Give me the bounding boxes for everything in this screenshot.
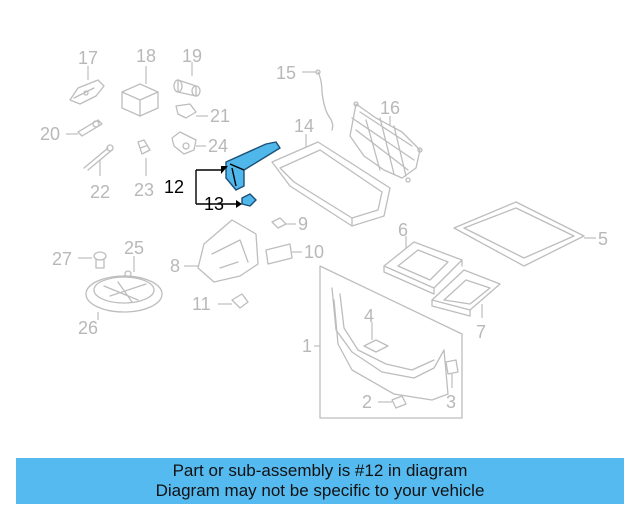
part-2-clip [391, 395, 407, 409]
callout-25: 25 [124, 238, 144, 258]
part-12-highlighted [225, 141, 281, 191]
part-13-clip [241, 193, 257, 207]
callout-19: 19 [182, 46, 202, 66]
callout-5: 5 [598, 229, 608, 249]
callout-24: 24 [208, 136, 228, 156]
callout-27: 27 [52, 249, 72, 269]
info-banner: Part or sub-assembly is #12 in diagram D… [16, 458, 624, 504]
callout-6: 6 [398, 220, 408, 240]
callout-12: 12 [164, 177, 184, 197]
callout-16: 16 [380, 98, 400, 118]
part-18-module [121, 83, 159, 117]
callout-21: 21 [210, 106, 230, 126]
part-6-trim-panel [383, 241, 463, 295]
callout-2: 2 [362, 392, 372, 412]
part-16-cargo-net [349, 101, 423, 183]
callout-23: 23 [134, 180, 154, 200]
part-23-hook [137, 139, 151, 155]
callout-3: 3 [446, 392, 456, 412]
callout-17: 17 [78, 48, 98, 68]
callout-22: 22 [90, 182, 110, 202]
part-9-clip [271, 217, 287, 229]
part-14-package-tray [271, 141, 391, 227]
callout-26: 26 [78, 318, 98, 338]
banner-line-disclaimer: Diagram may not be specific to your vehi… [155, 481, 485, 500]
part-17-bracket [69, 79, 105, 105]
part-8-side-trim [197, 219, 259, 283]
callout-13: 13 [204, 194, 224, 214]
part-21-clip [175, 103, 197, 119]
callout-10: 10 [304, 242, 324, 262]
part-19-cylinder [173, 79, 201, 97]
part-11-knob [231, 293, 249, 309]
callout-1: 1 [302, 336, 312, 356]
part-10-cover [265, 243, 293, 265]
callout-11: 11 [192, 294, 211, 314]
part-22-rod [83, 144, 114, 171]
callout-8: 8 [170, 256, 180, 276]
callout-15: 15 [276, 63, 296, 83]
callout-9: 9 [298, 214, 308, 234]
part-25-tool-kit [85, 270, 163, 313]
banner-line-part: Part or sub-assembly is #12 in diagram [172, 461, 468, 480]
part-24-bracket [171, 131, 197, 155]
part-3-clip [445, 359, 459, 375]
callout-20: 20 [40, 124, 60, 144]
part-4-bracket [363, 339, 389, 353]
parts-diagram: 17 18 19 21 20 22 23 24 [40, 46, 608, 419]
part-7-trim-panel [431, 269, 501, 317]
callout-18: 18 [136, 46, 156, 66]
part-5-floor-mat [453, 201, 585, 267]
callout-4: 4 [364, 306, 374, 326]
part-20-rod [77, 119, 103, 137]
part-1-trunk-lid-trim [319, 265, 463, 419]
part-27-bolt [93, 251, 107, 269]
part-15-cable [315, 69, 334, 131]
callout-14: 14 [294, 116, 314, 136]
callout-7: 7 [476, 322, 486, 342]
